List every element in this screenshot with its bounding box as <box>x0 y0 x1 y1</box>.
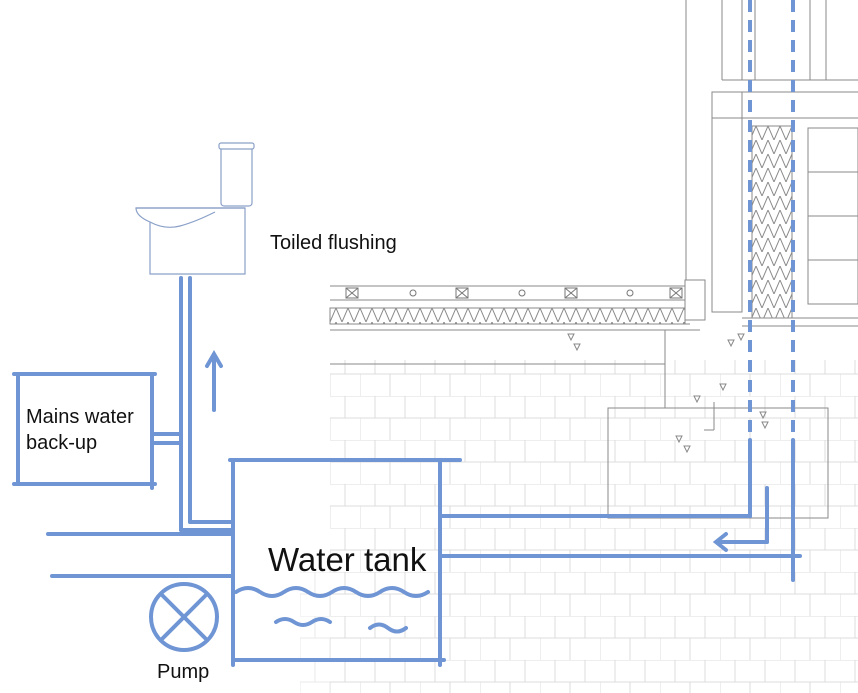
rainwater-downpipe <box>748 0 795 440</box>
toilet-icon <box>135 142 255 275</box>
water-tank-label: Water tank <box>268 541 427 578</box>
building-wall <box>685 0 858 327</box>
mains-water-label-line2: back-up <box>26 432 98 454</box>
mains-water-label: Mains water back-up <box>26 404 156 456</box>
pump-label: Pump <box>157 661 210 683</box>
floor-slab <box>329 279 829 519</box>
concrete-specks <box>567 333 769 454</box>
mains-water-label-line1: Mains water <box>26 406 134 428</box>
toilet-flushing-label: Toiled flushing <box>270 232 397 254</box>
ground-hatch <box>300 360 858 693</box>
pipework <box>12 276 802 667</box>
